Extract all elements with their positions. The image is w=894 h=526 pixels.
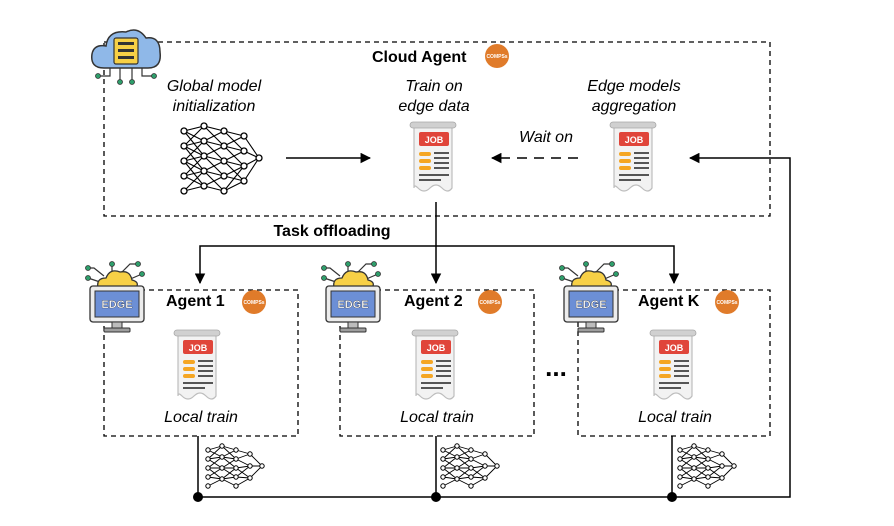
svg-text:COMPSs: COMPSs (486, 54, 507, 60)
edge-device-icon: EDGE (558, 260, 620, 333)
edge-agent-k-box (577, 289, 771, 437)
step-init-line1: Global model (167, 78, 262, 95)
neural-network-icon (205, 443, 265, 489)
step-train-line2: edge data (398, 98, 469, 115)
ellipsis: ... (545, 352, 567, 382)
edge-agent-1-box (103, 289, 299, 437)
svg-text:JOB: JOB (427, 343, 446, 353)
step-train-line1: Train on (405, 78, 463, 95)
edge-device-icon: EDGE (84, 260, 146, 333)
svg-text:JOB: JOB (625, 135, 644, 145)
cloud-server-icon (91, 29, 161, 86)
edge-agent-2-box (339, 289, 535, 437)
svg-text:JOB: JOB (189, 343, 208, 353)
edge-device-icon: EDGE (320, 260, 382, 333)
wait-on-label: Wait on (519, 129, 573, 146)
svg-text:JOB: JOB (425, 135, 444, 145)
compss-badge-icon: COMPSs (478, 290, 502, 314)
edge-agent-k-task: Local train (638, 409, 712, 426)
edge-agent-k-title: Agent K (638, 293, 700, 310)
job-document-icon: JOB (411, 329, 459, 400)
arrow-offload-agent-1 (194, 245, 436, 285)
compss-badge-icon: COMPSs (485, 44, 509, 68)
compss-badge-icon: COMPSs (715, 290, 739, 314)
step-agg-line2: aggregation (592, 98, 677, 115)
arrow-offload-agent-k (436, 245, 680, 285)
neural-network-icon (440, 443, 500, 489)
step-init-line2: initialization (173, 98, 256, 115)
job-document-icon: JOB (409, 121, 457, 192)
svg-text:JOB: JOB (665, 343, 684, 353)
job-document-icon: JOB (609, 121, 657, 192)
edge-agent-2-title: Agent 2 (404, 293, 463, 310)
return-bus (193, 152, 791, 502)
svg-text:COMPSs: COMPSs (479, 300, 500, 306)
svg-text:EDGE: EDGE (575, 299, 606, 311)
job-document-icon: JOB (649, 329, 697, 400)
step-agg-line1: Edge models (587, 78, 680, 95)
edge-agent-2-task: Local train (400, 409, 474, 426)
svg-text:COMPSs: COMPSs (716, 300, 737, 306)
svg-text:EDGE: EDGE (337, 299, 368, 311)
edge-agent-1-task: Local train (164, 409, 238, 426)
job-document-icon: JOB (173, 329, 221, 400)
task-offloading-label: Task offloading (273, 223, 390, 240)
neural-network-icon (677, 443, 737, 489)
edge-agent-1-title: Agent 1 (166, 293, 225, 310)
compss-badge-icon: COMPSs (242, 290, 266, 314)
cloud-agent-title: Cloud Agent (372, 49, 467, 66)
neural-network-icon (180, 122, 263, 195)
cloud-agent-box (103, 41, 771, 217)
svg-text:COMPSs: COMPSs (243, 300, 264, 306)
svg-text:EDGE: EDGE (101, 299, 132, 311)
